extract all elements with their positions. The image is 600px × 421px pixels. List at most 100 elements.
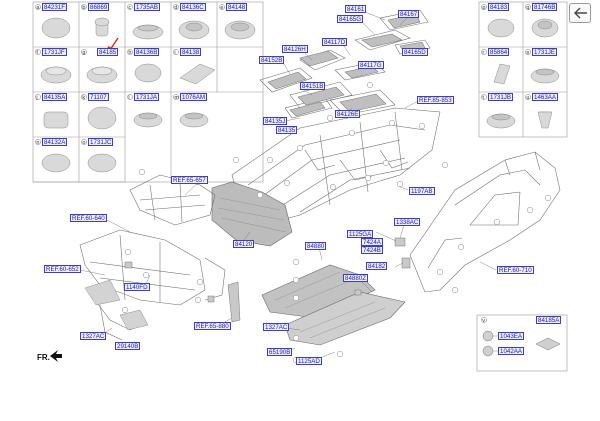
back-button[interactable] (569, 3, 591, 23)
part-label-1735AB[interactable]: 1735AB (134, 3, 161, 11)
dash-insulator-84120 (211, 181, 293, 247)
callout-84165D[interactable]: 84165D (402, 48, 428, 56)
part-label-84136B[interactable]: 84136B (134, 48, 160, 56)
part-label-71107[interactable]: 71107 (88, 93, 109, 101)
part-plug-o (87, 153, 117, 173)
callout-84117D[interactable]: 84117D (322, 38, 348, 46)
callout-84126H[interactable]: 84126H (282, 45, 308, 53)
grid-cell-letter: u (526, 95, 529, 101)
callout-ref-65880[interactable]: REF.65-880 (194, 322, 231, 330)
callout-84117G[interactable]: 84117G (358, 61, 384, 69)
part-label-84185A[interactable]: 84185A (536, 316, 562, 324)
part-label-84138[interactable]: 84138 (180, 48, 202, 56)
part-label-84185[interactable]: 84185 (97, 48, 119, 56)
grid-cell-letter: j (35, 95, 37, 101)
part-label-1042AA[interactable]: 1042AA (498, 347, 525, 355)
grid-cell-letter: i (174, 50, 175, 56)
callout-84120[interactable]: 84120 (233, 240, 255, 248)
callout-84880Z[interactable]: 84880Z (343, 274, 368, 282)
callout-84165G[interactable]: 84165G (337, 15, 364, 23)
part-plug-a (41, 17, 71, 39)
callout-29140B[interactable]: 29140B (115, 342, 141, 350)
part-label-84136C[interactable]: 84136C (180, 3, 206, 11)
part-plug-k (87, 106, 117, 130)
part-label-1076AM[interactable]: 1076AM (180, 93, 208, 101)
callout-7424B[interactable]: 7424B (361, 246, 383, 254)
part-tray-j (43, 111, 69, 129)
part-label-84132A[interactable]: 84132A (42, 138, 68, 146)
grid-cell-letter: p (482, 5, 485, 11)
callout-65190B[interactable]: 65190B (267, 348, 293, 356)
callout-1327AC-left[interactable]: 1327AC (80, 332, 107, 340)
part-plug-h (134, 63, 162, 83)
part-label-1463AA[interactable]: 1463AA (532, 93, 559, 101)
grid-cell-letter: o (82, 140, 85, 146)
grid-cell-letter: g (82, 50, 85, 56)
callout-84182[interactable]: 84182 (366, 262, 388, 270)
callout-84880[interactable]: 84880 (305, 242, 327, 250)
grid-cell-letter: n (36, 140, 39, 146)
front-direction-arrow-icon (50, 350, 62, 362)
callout-ref-60640[interactable]: REF.60-640 (70, 214, 107, 222)
grid-cell-letter: f (36, 50, 38, 56)
right-thumbnail-parts (486, 18, 560, 129)
callout-84135J[interactable]: 84135J (263, 117, 288, 125)
part-label-1043EA[interactable]: 1043EA (498, 332, 525, 340)
part-label-84135A[interactable]: 84135A (42, 93, 68, 101)
grid-cell-letter: a (36, 5, 40, 11)
callout-ref-60652[interactable]: REF.60-652 (44, 265, 81, 273)
arrow-left-icon (574, 7, 587, 19)
grid-cell-letter: d (174, 5, 177, 11)
bottom-right-box: v (476, 314, 568, 372)
small-brackets (124, 237, 411, 323)
callout-84161[interactable]: 84161 (345, 5, 367, 13)
callout-84151B[interactable]: 84151B (300, 82, 326, 90)
part-label-1731JE[interactable]: 1731JE (532, 48, 557, 56)
grid-cell-letter: b (82, 5, 85, 11)
part-label-1731JF[interactable]: 1731JF (42, 48, 67, 56)
callout-ref-60710[interactable]: REF.60-710 (497, 266, 534, 274)
callout-84135[interactable]: 84135 (276, 126, 298, 134)
left-grid-letter-texts: a b c d e f g h i j k l m n o (35, 5, 223, 146)
callout-1125AD[interactable]: 1125AD (296, 357, 322, 365)
part-grommet-b (94, 17, 110, 37)
part-label-84231F[interactable]: 84231F (42, 3, 67, 11)
dash-cowl-frame (129, 174, 216, 226)
callout-1125GA[interactable]: 1125GA (347, 230, 374, 238)
body-side-outer (409, 151, 561, 293)
part-label-1731JC[interactable]: 1731JC (88, 138, 114, 146)
callout-1197AB[interactable]: 1197AB (409, 187, 435, 195)
grid-cell-letter: q (526, 5, 529, 11)
callout-84126E[interactable]: 84126E (335, 110, 361, 118)
grid-cell-letter: e (220, 5, 223, 11)
part-plug-n (41, 153, 71, 173)
callout-1327AC-mid[interactable]: 1327AC (263, 323, 290, 331)
diagram-letter-bubbles (121, 81, 552, 364)
grid-cell-letter: l (128, 95, 129, 101)
callout-84152B[interactable]: 84152B (259, 56, 285, 64)
part-label-84148[interactable]: 84148 (226, 3, 248, 11)
callout-7424A[interactable]: 7424A (361, 238, 383, 246)
callout-1338AC[interactable]: 1338AC (394, 218, 421, 226)
subframe-fill (84, 279, 149, 331)
callout-ref-85853[interactable]: REF.85-853 (417, 96, 454, 104)
grid-cell-letter: c (128, 5, 131, 11)
right-grid-letters (481, 4, 531, 100)
grid-cell-letter: h (128, 50, 131, 56)
left-parts-grid (32, 1, 264, 183)
part-label-81746B[interactable]: 81746B (532, 3, 558, 11)
grid-cell-letter: m (174, 95, 179, 101)
part-label-85864[interactable]: 85864 (488, 48, 510, 56)
right-parts-grid (478, 1, 568, 138)
callout-1140FD[interactable]: 1140FD (124, 283, 150, 291)
callout-ref-65657[interactable]: REF.65-657 (171, 176, 208, 184)
part-label-1731JB[interactable]: 1731JB (488, 93, 513, 101)
part-label-86869[interactable]: 86869 (88, 3, 110, 11)
part-label-1731JA[interactable]: 1731JA (134, 93, 159, 101)
grid-cell-letter: k (82, 95, 85, 101)
left-grid-letters (35, 4, 225, 145)
callout-84167[interactable]: 84167 (398, 10, 420, 18)
part-label-84183[interactable]: 84183 (488, 3, 510, 11)
